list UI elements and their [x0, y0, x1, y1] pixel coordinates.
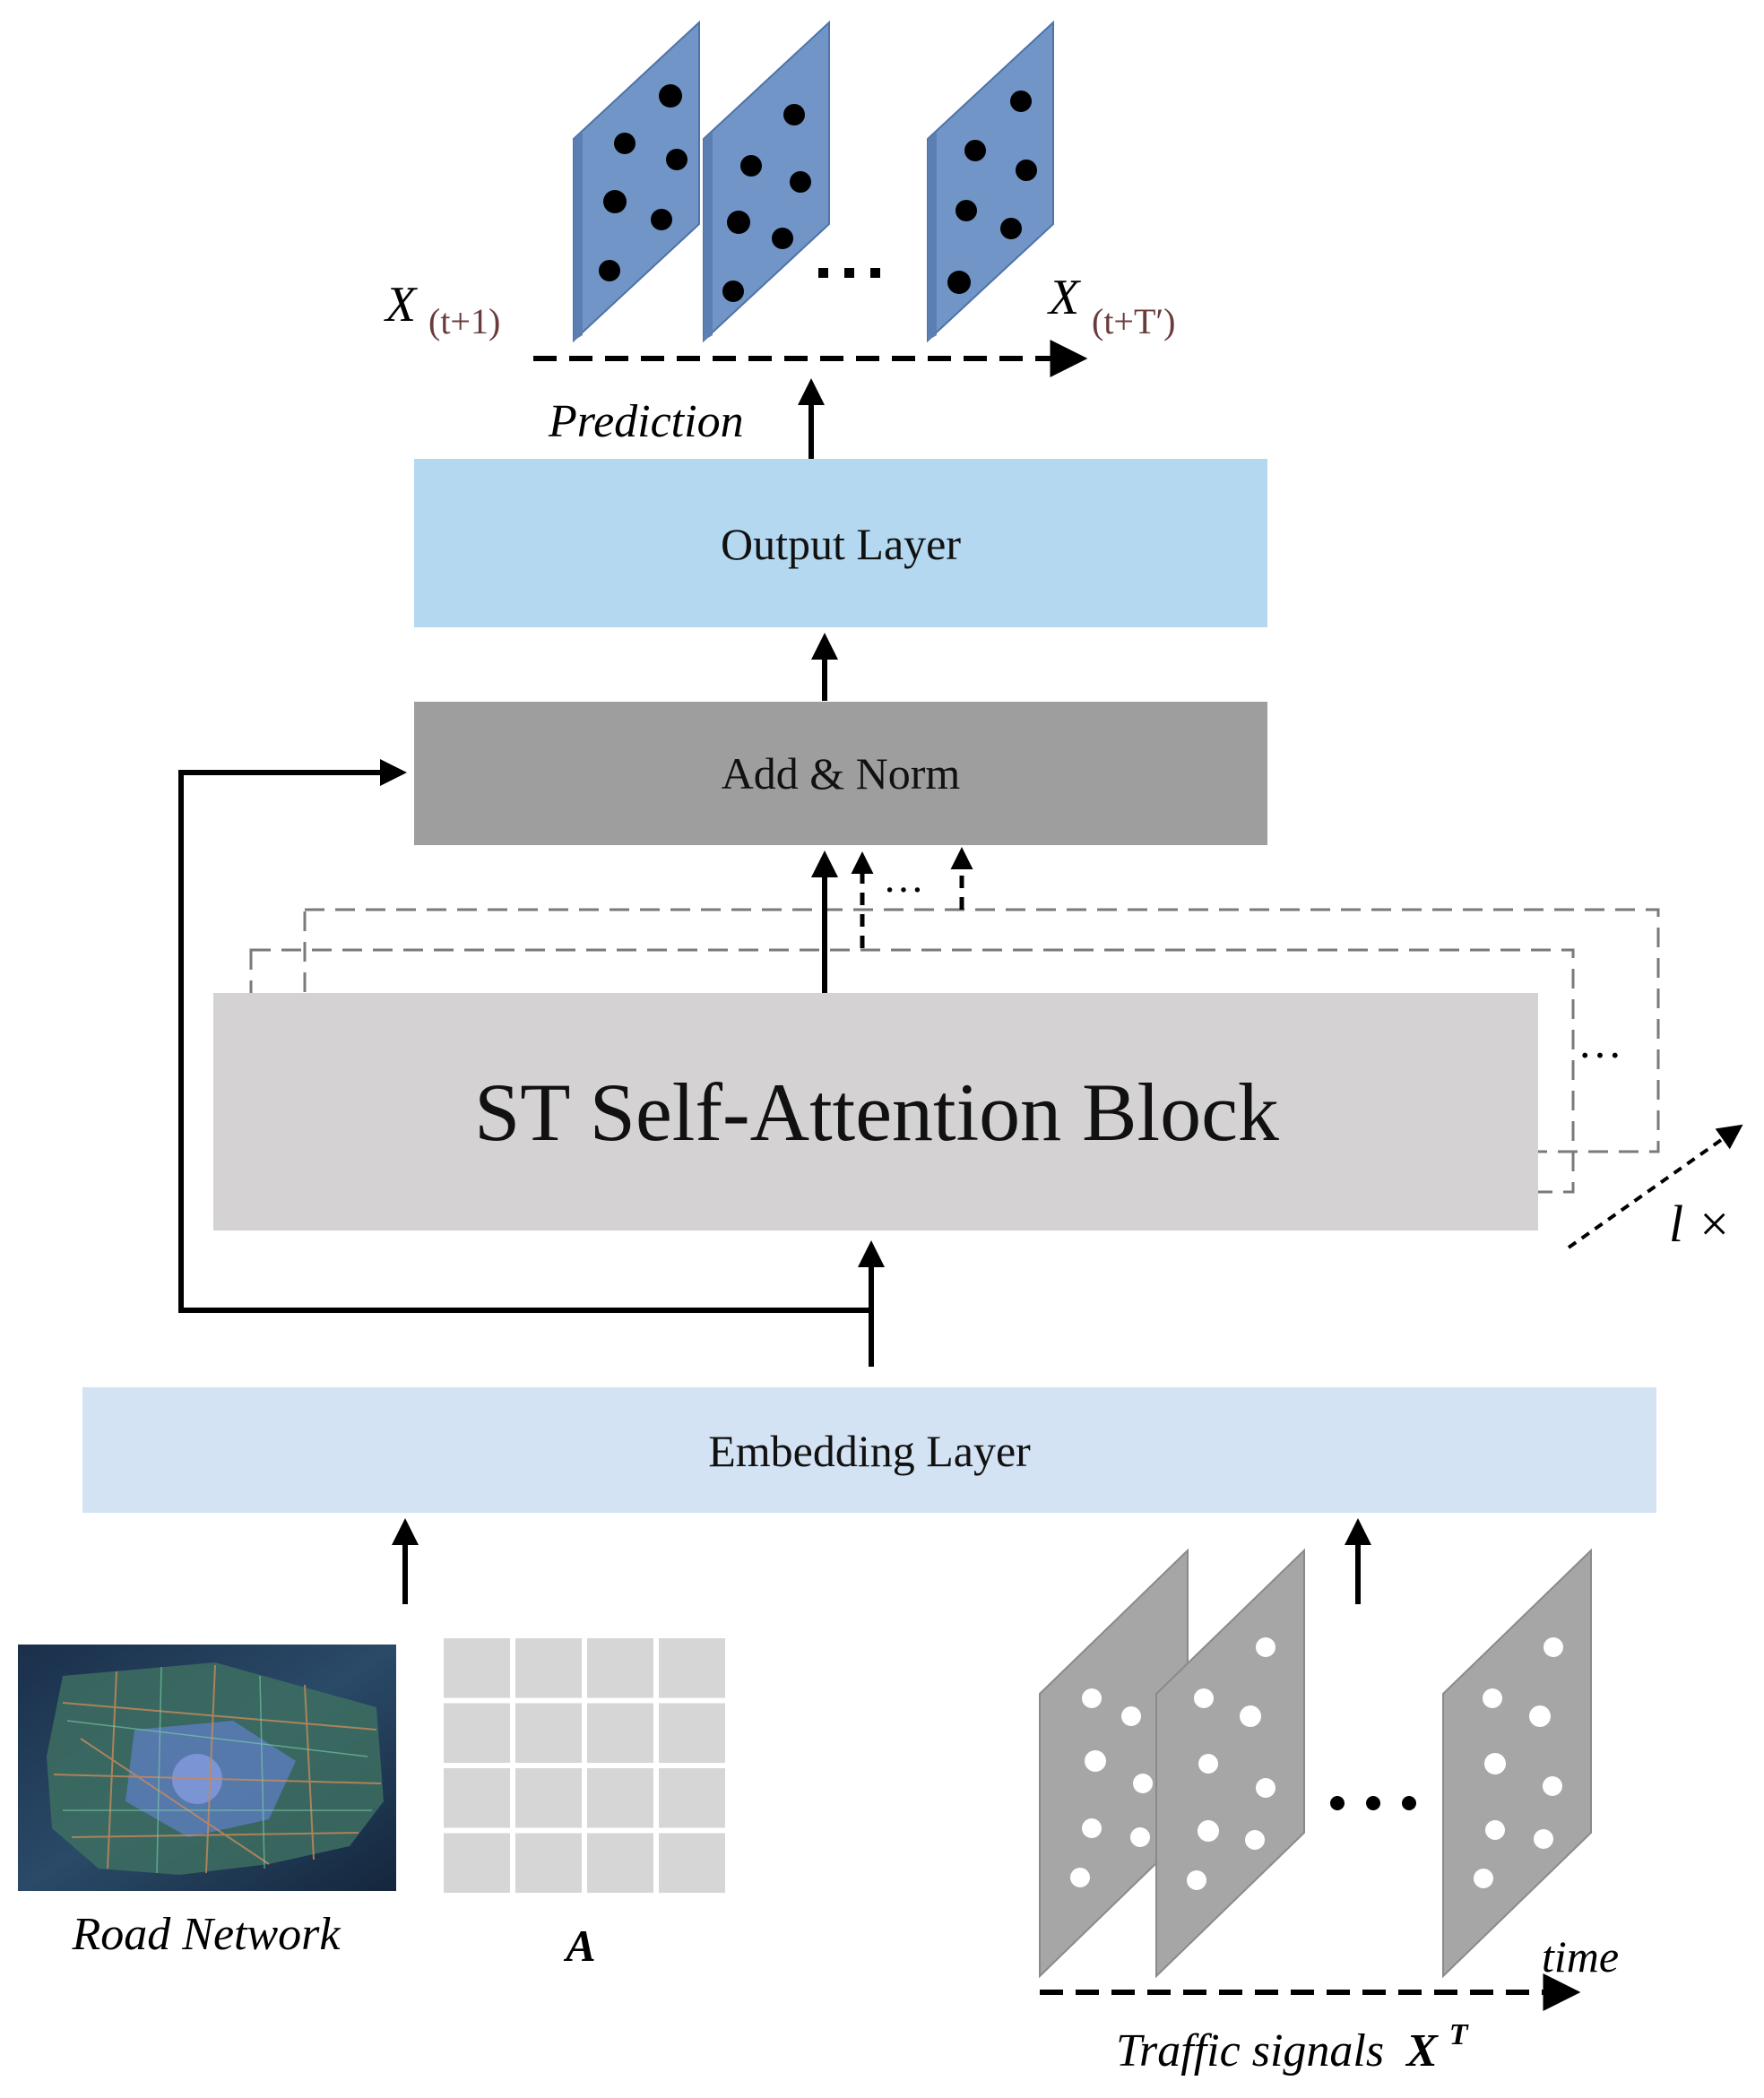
matrix-cell — [515, 1703, 582, 1763]
matrix-cell — [659, 1833, 725, 1893]
prediction-label: Prediction — [548, 396, 744, 447]
matrix-cell — [587, 1638, 653, 1698]
traffic-panels — [1039, 1548, 1592, 1979]
prediction-ellipsis — [818, 268, 880, 278]
traffic-symbol-sup: T — [1449, 2018, 1469, 2051]
output-layer-box — [414, 459, 1267, 627]
matrix-cell — [587, 1833, 653, 1893]
add-norm-box — [414, 702, 1267, 845]
matrix-cell — [444, 1833, 510, 1893]
prediction-panel-3 — [927, 20, 1054, 343]
matrix-cell — [515, 1768, 582, 1828]
x-start-base: X — [384, 277, 419, 332]
prediction-panels — [573, 20, 1054, 343]
add-norm-label: Add & Norm — [722, 748, 961, 799]
matrix-cell — [515, 1638, 582, 1698]
arrow-ellipsis: … — [883, 855, 924, 901]
matrix-cell — [659, 1703, 725, 1763]
embedding-layer-label: Embedding Layer — [708, 1426, 1031, 1476]
traffic-signals-label: Traffic signals X T — [1116, 2018, 1469, 2076]
prediction-panel-1 — [573, 20, 700, 343]
st-block-label: ST Self-Attention Block — [474, 1066, 1279, 1158]
time-label: time — [1542, 1931, 1619, 1981]
prediction-panel-2 — [703, 20, 830, 343]
x-end-sub: (t+T′) — [1092, 301, 1176, 341]
traffic-label-text: Traffic signals — [1116, 2025, 1384, 2076]
matrix-cell — [515, 1833, 582, 1893]
traffic-ellipsis — [1330, 1796, 1416, 1810]
adjacency-matrix — [444, 1638, 731, 1898]
residual-connection — [178, 759, 871, 1313]
matrix-cell — [587, 1703, 653, 1763]
stack-ellipsis: … — [1578, 1017, 1622, 1067]
repeat-label: l × — [1669, 1195, 1732, 1253]
embedding-layer-box — [82, 1387, 1656, 1513]
road-network-label: Road Network — [72, 1909, 342, 1960]
x-end-base: X — [1047, 270, 1082, 325]
traffic-panel-3 — [1442, 1548, 1592, 1979]
output-layer-label: Output Layer — [721, 519, 961, 569]
adjacency-label: A — [563, 1921, 595, 1971]
repeat-arrow — [1567, 1124, 1743, 1249]
matrix-cell — [444, 1638, 510, 1698]
road-network-image — [18, 1645, 396, 1891]
st-block-box — [213, 993, 1538, 1230]
matrix-cell — [659, 1638, 725, 1698]
matrix-cell — [444, 1703, 510, 1763]
x-start-sub: (t+1) — [428, 301, 500, 341]
traffic-panel-2 — [1155, 1548, 1305, 1979]
matrix-cell — [444, 1768, 510, 1828]
traffic-symbol-base: X — [1405, 2025, 1439, 2076]
matrix-cell — [587, 1768, 653, 1828]
matrix-cell — [659, 1768, 725, 1828]
